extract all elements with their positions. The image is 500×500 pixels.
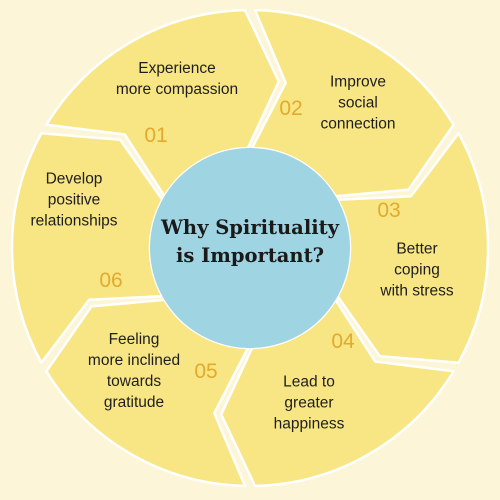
segment-label-4: Lead to greater happiness — [273, 373, 345, 433]
segment-label-2: Improve social connection — [320, 73, 396, 133]
center-title: Why Spirituality is Important? — [161, 216, 339, 267]
segment-number-2: 02 — [279, 97, 303, 120]
center-circle — [150, 148, 350, 348]
segment-label-1: Experience more compassion — [115, 60, 239, 98]
segment-number-5: 05 — [194, 360, 218, 383]
segment-number-1: 01 — [144, 124, 168, 147]
segment-number-6: 06 — [99, 269, 123, 292]
segment-number-3: 03 — [377, 199, 401, 222]
segment-label-6: Develop positive relationships — [30, 170, 118, 230]
segment-label-5: Feeling more inclined towards gratitude — [87, 331, 181, 411]
segment-label-3: Better coping with stress — [380, 240, 454, 300]
segment-number-4: 04 — [331, 330, 355, 353]
